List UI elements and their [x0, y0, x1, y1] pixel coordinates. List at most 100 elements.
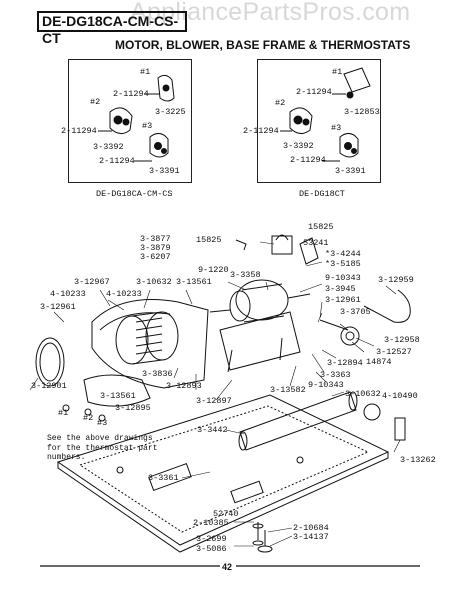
base-frame	[56, 394, 390, 553]
part-label: 3-12897	[196, 396, 232, 406]
part-label: 3-13262	[400, 455, 436, 465]
inset-left-caption: DE-DG18CA-CM-CS	[96, 189, 173, 199]
part-label: *3-5185	[325, 259, 361, 269]
part-label: 3-3361	[148, 473, 179, 483]
part-label: 3-12901	[31, 381, 67, 391]
inset-right-label: 2-11294	[243, 126, 279, 136]
part-label: 3-3836	[142, 369, 173, 379]
flame-sensor	[299, 237, 319, 265]
part-label: 3-3442	[197, 425, 228, 435]
thermostat-1-right	[343, 67, 371, 99]
model-code-box: DE-DG18CA-CM-CS-CT	[37, 11, 187, 46]
part-label: 3-3879	[140, 243, 171, 253]
blower-housing	[91, 299, 209, 389]
inset-box-left	[68, 59, 192, 183]
leveling-leg-left	[252, 522, 264, 546]
part-label: 3-12958	[384, 335, 420, 345]
thermostat-1-left	[157, 74, 175, 102]
part-label: 3-10632	[345, 389, 381, 399]
inset-left-label: 2-11294	[113, 89, 149, 99]
part-label: 3-13561	[176, 277, 212, 287]
part-label: 15825	[308, 222, 334, 232]
inset-left-label: 2-11294	[61, 126, 97, 136]
part-label: 3-12527	[376, 347, 412, 357]
part-label: 3-12895	[115, 403, 151, 413]
part-label: #3	[97, 418, 108, 428]
part-label: 53241	[303, 238, 329, 248]
watermark: AppliancePartsPros.com	[130, 0, 411, 26]
switch-bracket	[271, 234, 293, 255]
part-label: 3-3705	[340, 307, 371, 317]
lint-duct	[83, 374, 151, 407]
drive-belt	[363, 289, 411, 323]
clip	[235, 239, 247, 251]
part-label: 3-13561	[100, 391, 136, 401]
part-label: 2-10385	[193, 518, 229, 528]
thermostat-2-left	[109, 107, 133, 134]
inset-right-label: 2-11294	[290, 155, 326, 165]
thermostat-note: See the above drawings for the thermosta…	[47, 434, 158, 462]
part-label: 2-10684	[293, 523, 329, 533]
inset-box-right	[257, 59, 381, 183]
inset-right-label: #1	[332, 67, 343, 77]
inset-left-label: 3-3392	[93, 142, 124, 152]
part-label: 3-12894	[327, 358, 363, 368]
motor-bracket	[219, 311, 301, 373]
inset-right-label: 3-3391	[335, 166, 366, 176]
part-label: 3-14137	[293, 532, 329, 542]
part-label: 3-3363	[320, 370, 351, 380]
part-label: 3-6207	[140, 252, 171, 262]
blower-wheel	[115, 311, 179, 365]
part-label: *3-4244	[325, 249, 361, 259]
part-label: 3-5086	[196, 544, 227, 554]
inset-left-label: 2-11294	[99, 156, 135, 166]
motor	[209, 279, 311, 323]
inset-left-label: 3-3391	[149, 166, 180, 176]
thermostat-3-left	[149, 133, 169, 158]
part-label: 3-2699	[196, 534, 227, 544]
bracket-13262	[394, 417, 406, 441]
part-label: #2	[83, 413, 94, 423]
thermostat-2-right	[289, 107, 313, 134]
seal-ring	[35, 337, 65, 387]
inset-right-label: #2	[275, 98, 286, 108]
part-label: 52740	[213, 509, 239, 519]
rotation-symbol	[363, 403, 381, 421]
part-label: 9-10343	[308, 380, 344, 390]
part-label: 3-12959	[378, 275, 414, 285]
page-number: 42	[222, 562, 233, 572]
inset-right-label: 3-3392	[283, 141, 314, 151]
part-label: 3-3945	[325, 284, 356, 294]
part-label: 4-10233	[50, 289, 86, 299]
part-label: 3-12967	[74, 277, 110, 287]
inset-left-label: #2	[90, 97, 101, 107]
inset-left-label: #1	[140, 67, 151, 77]
part-label: 3-12893	[166, 381, 202, 391]
part-label: 3-10632	[136, 277, 172, 287]
thermostat-3-right	[339, 133, 359, 158]
inset-right-label: 3-12853	[344, 107, 380, 117]
part-label: #1	[58, 408, 69, 418]
part-label: 3-3877	[140, 234, 171, 244]
page-title: MOTOR, BLOWER, BASE FRAME & THERMOSTATS	[115, 38, 411, 52]
part-label: 4-10233	[106, 289, 142, 299]
inset-right-caption: DE-DG18CT	[299, 189, 345, 199]
inset-right-label: #3	[331, 123, 342, 133]
inset-left-label: 3-3225	[155, 107, 186, 117]
part-label: 3-3358	[230, 270, 261, 280]
idler-pulley	[319, 319, 360, 346]
part-label: 3-12961	[325, 295, 361, 305]
part-label: 14874	[366, 357, 392, 367]
inset-right-label: 2-11294	[296, 87, 332, 97]
burner-tube	[238, 391, 358, 451]
part-label: 9-1220	[198, 265, 229, 275]
part-label: 4-10490	[382, 391, 418, 401]
part-label: 3-13582	[270, 385, 306, 395]
part-label: 3-12961	[40, 302, 76, 312]
part-label: 15825	[196, 235, 222, 245]
part-label: 9-10343	[325, 273, 361, 283]
leveling-leg-right	[257, 530, 273, 553]
inset-left-label: #3	[142, 121, 153, 131]
